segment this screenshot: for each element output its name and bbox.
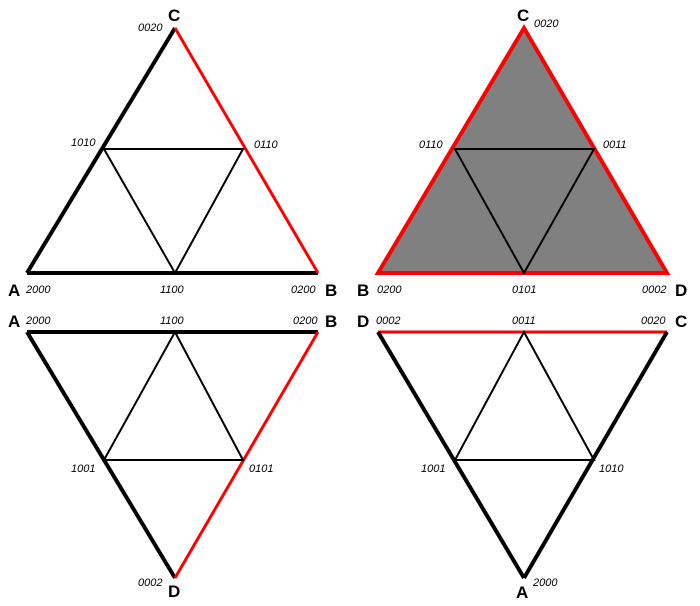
midpoint-code-cd: 0011: [603, 139, 627, 151]
vertex-code-b: 0200: [293, 315, 318, 327]
vertex-letter-c: C: [517, 6, 529, 25]
midpoint-code-ad: 1001: [71, 463, 95, 475]
inner-triangle: [453, 329, 596, 461]
midpoint-code-ab: 1100: [160, 315, 185, 327]
midpoint-code-ac: 1010: [71, 137, 96, 149]
vertex-letter-b: B: [325, 312, 337, 331]
midpoint-code-bd: 0101: [249, 463, 273, 475]
vertex-code-b: 0200: [291, 284, 316, 296]
edge-bc: [173, 27, 320, 274]
vertex-letter-c: C: [168, 6, 180, 25]
vertex-code-d: 0002: [138, 577, 162, 589]
vertex-letter-d: D: [675, 281, 687, 300]
midpoint-code-dc: 0011: [512, 315, 536, 327]
vertex-letter-b: B: [357, 281, 369, 300]
vertex-letter-d: D: [168, 582, 180, 601]
midpoint-code-bc: 0110: [254, 139, 279, 151]
vertex-letter-a: A: [8, 281, 20, 300]
vertex-code-a: 2000: [25, 284, 51, 296]
vertex-code-d: 0002: [642, 284, 666, 296]
midpoint-code-bc: 0110: [419, 139, 444, 151]
vertex-code-a: 2000: [25, 315, 51, 327]
panel-bottom-left: A 2000 B 0200 D 0002 1100 1001 0101: [8, 312, 337, 601]
edge-bd: [173, 331, 320, 579]
inner-triangle: [102, 329, 245, 461]
vertex-code-d: 0002: [376, 315, 400, 327]
panel-top-right: C 0020 B 0200 D 0002 0110 0011 0101: [357, 6, 687, 300]
vertex-letter-d: D: [357, 312, 369, 331]
inner-triangle: [102, 148, 245, 276]
vertex-code-c: 0020: [641, 315, 666, 327]
vertex-letter-b: B: [325, 281, 337, 300]
vertex-code-c: 0020: [138, 22, 163, 34]
vertex-code-b: 0200: [377, 284, 402, 296]
midpoint-code-ca: 1010: [599, 463, 624, 475]
edge-ca: [522, 330, 669, 580]
vertex-code-c: 0020: [534, 18, 559, 30]
edge-da: [376, 330, 526, 580]
vertex-letter-c: C: [675, 312, 687, 331]
inner-triangle: [453, 148, 596, 276]
midpoint-code-ab: 1100: [160, 284, 185, 296]
panel-bottom-right: D 0002 C 0020 A 2000 0011 1001 1010: [357, 312, 687, 602]
midpoint-code-da: 1001: [421, 463, 445, 475]
edge-ad: [25, 330, 177, 580]
vertex-code-a: 2000: [532, 577, 558, 589]
vertex-letter-a: A: [516, 583, 528, 602]
vertex-letter-a: A: [8, 312, 20, 331]
face-bcd: [374, 24, 671, 275]
panel-top-left: C 0020 A 2000 B 0200 1010 0110 1100: [8, 6, 337, 300]
edge-ac: [25, 26, 177, 275]
midpoint-code-bd: 0101: [512, 284, 536, 296]
